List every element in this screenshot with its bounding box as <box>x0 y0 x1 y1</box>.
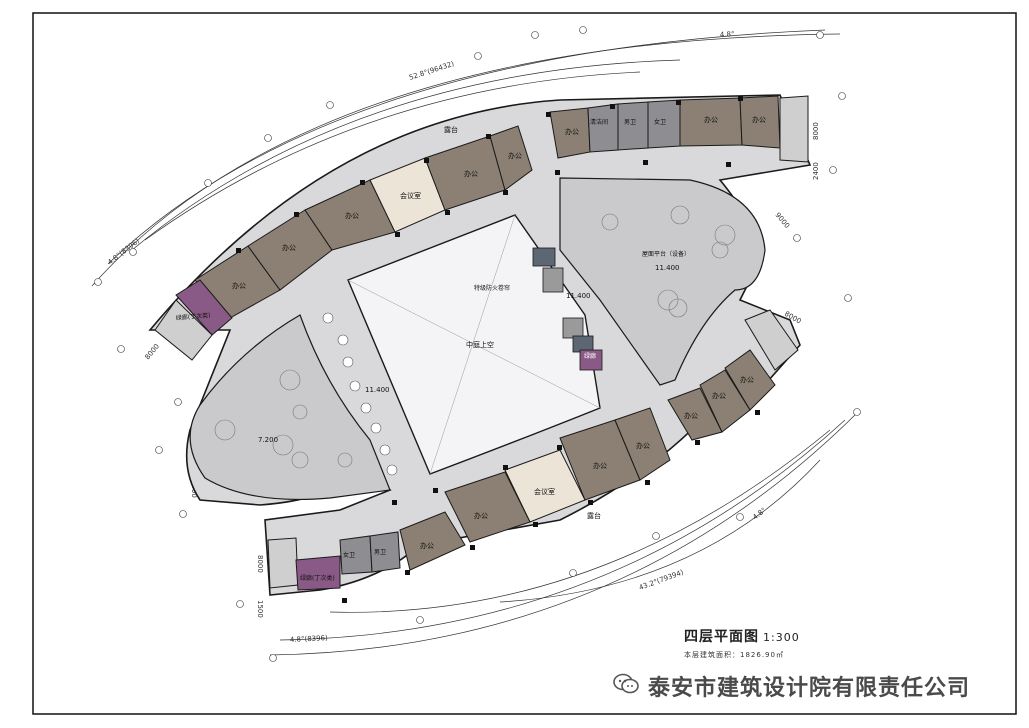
label-office-t7: 办公 <box>704 115 718 124</box>
label-meeting-bottom: 会议室 <box>534 487 555 496</box>
elevator-1 <box>532 247 556 267</box>
sheet-border <box>32 12 1017 715</box>
dim-bottom-inner: 4.8°(8396) <box>290 634 329 644</box>
label-terrace-left-elev: 7.200 <box>258 436 278 444</box>
label-office-b4: 办公 <box>420 541 434 550</box>
stair-top-right <box>779 95 809 163</box>
label-atrium: 中庭上空 <box>466 340 494 349</box>
dim-right-8000: 8000 <box>812 122 820 140</box>
label-office-b7: 办公 <box>740 375 754 384</box>
core-elements <box>532 247 603 371</box>
label-balcony-top: 露台 <box>444 125 458 134</box>
company-credit: 泰安市建筑设计院有限责任公司 <box>612 670 970 702</box>
label-fire-curtain: 特级防火卷帘 <box>474 284 510 292</box>
drawing-title-block: 四层平面图 1:300 本层建筑面积：1826.90㎡ <box>684 626 800 660</box>
label-office-b1: 办公 <box>593 461 607 470</box>
drawing-title: 四层平面图 <box>684 629 759 645</box>
dim-right-9000: 9000 <box>773 211 791 230</box>
office-room-b4 <box>399 511 466 571</box>
green-room-bottom <box>295 555 341 591</box>
dim-right-2400: 2400 <box>812 162 820 180</box>
office-room-b2 <box>614 407 671 481</box>
dim-top-total: 52.8°(96432) <box>408 60 455 82</box>
label-office-b6: 办公 <box>712 391 726 400</box>
label-corridor-elev: 11.400 <box>365 386 390 394</box>
label-office-t8: 办公 <box>752 115 766 124</box>
wechat-icon <box>612 672 640 700</box>
label-office-t3: 办公 <box>345 211 359 220</box>
bottom-office-bank <box>267 309 799 591</box>
label-atrium-elev: 11.400 <box>566 292 591 300</box>
label-female-wc-bottom: 女卫 <box>343 551 355 559</box>
atrium-cross-lines <box>347 214 601 475</box>
room-labels: 办公 办公 办公 会议室 办公 办公 办公 清洁间 男卫 女卫 办公 办公 露台… <box>175 115 766 582</box>
label-terrace-top-elev: 11.400 <box>655 264 680 272</box>
dim-left-1500: 1500 <box>256 600 264 618</box>
label-cleaning: 清洁间 <box>590 118 608 126</box>
label-male-wc-bottom: 男卫 <box>374 549 386 556</box>
office-room-t5 <box>489 125 533 191</box>
label-balcony-bottom: 露台 <box>587 511 601 520</box>
cleaning-room <box>587 103 619 153</box>
elevator-3 <box>562 317 584 339</box>
left-roof-terrace <box>189 314 391 500</box>
green-room-left <box>175 279 233 336</box>
label-office-t4: 办公 <box>464 169 478 178</box>
office-room-b7 <box>724 349 776 411</box>
label-green-small: 绿廊 <box>584 352 596 360</box>
label-meeting-top: 会议室 <box>400 191 421 200</box>
label-female-wc-top: 女卫 <box>654 118 666 126</box>
label-office-t2: 办公 <box>282 243 296 252</box>
bottom-dimension-arcs <box>269 409 861 656</box>
label-office-b2: 办公 <box>636 441 650 450</box>
company-name: 泰安市建筑设计院有限责任公司 <box>648 676 971 701</box>
label-terrace-top: 屋面平台（设备） <box>642 250 690 258</box>
elevator-2 <box>542 267 564 293</box>
terrace-trees <box>214 205 736 469</box>
top-dimension-arcs <box>91 29 841 287</box>
stair-left <box>154 299 213 361</box>
label-office-t5: 办公 <box>508 151 522 160</box>
label-male-wc-top: 男卫 <box>624 119 636 126</box>
male-wc-bottom <box>369 531 401 573</box>
drawing-area-note: 本层建筑面积：1826.90㎡ <box>684 651 784 659</box>
structural-columns <box>236 96 760 603</box>
dim-left-8000: 8000 <box>143 342 161 361</box>
dim-left-8000b: 8000 <box>256 555 264 573</box>
label-green-room-left: 绿廊(丁次类) <box>175 311 210 322</box>
dim-bottom-total: 43.2°(79394) <box>638 568 685 592</box>
green-small-room <box>579 349 603 371</box>
drawing-scale: 1:300 <box>763 631 800 644</box>
corridor-furniture <box>322 312 398 476</box>
label-office-t1: 办公 <box>232 281 246 290</box>
stair-right <box>744 309 799 371</box>
dim-bottom-step: 4.8° <box>751 506 767 521</box>
grid-axis-bubbles <box>94 26 861 662</box>
label-office-t6: 办公 <box>565 127 579 136</box>
label-office-b3: 办公 <box>474 511 488 520</box>
label-green-room-bottom: 绿廊(丁次类) <box>300 574 335 582</box>
top-office-bank <box>154 95 809 361</box>
stair-bottom-left <box>267 537 299 589</box>
label-office-b5: 办公 <box>684 411 698 420</box>
dim-top-step: 4.8° <box>720 30 735 39</box>
male-wc-top <box>617 101 649 151</box>
office-room-b3 <box>444 471 531 543</box>
